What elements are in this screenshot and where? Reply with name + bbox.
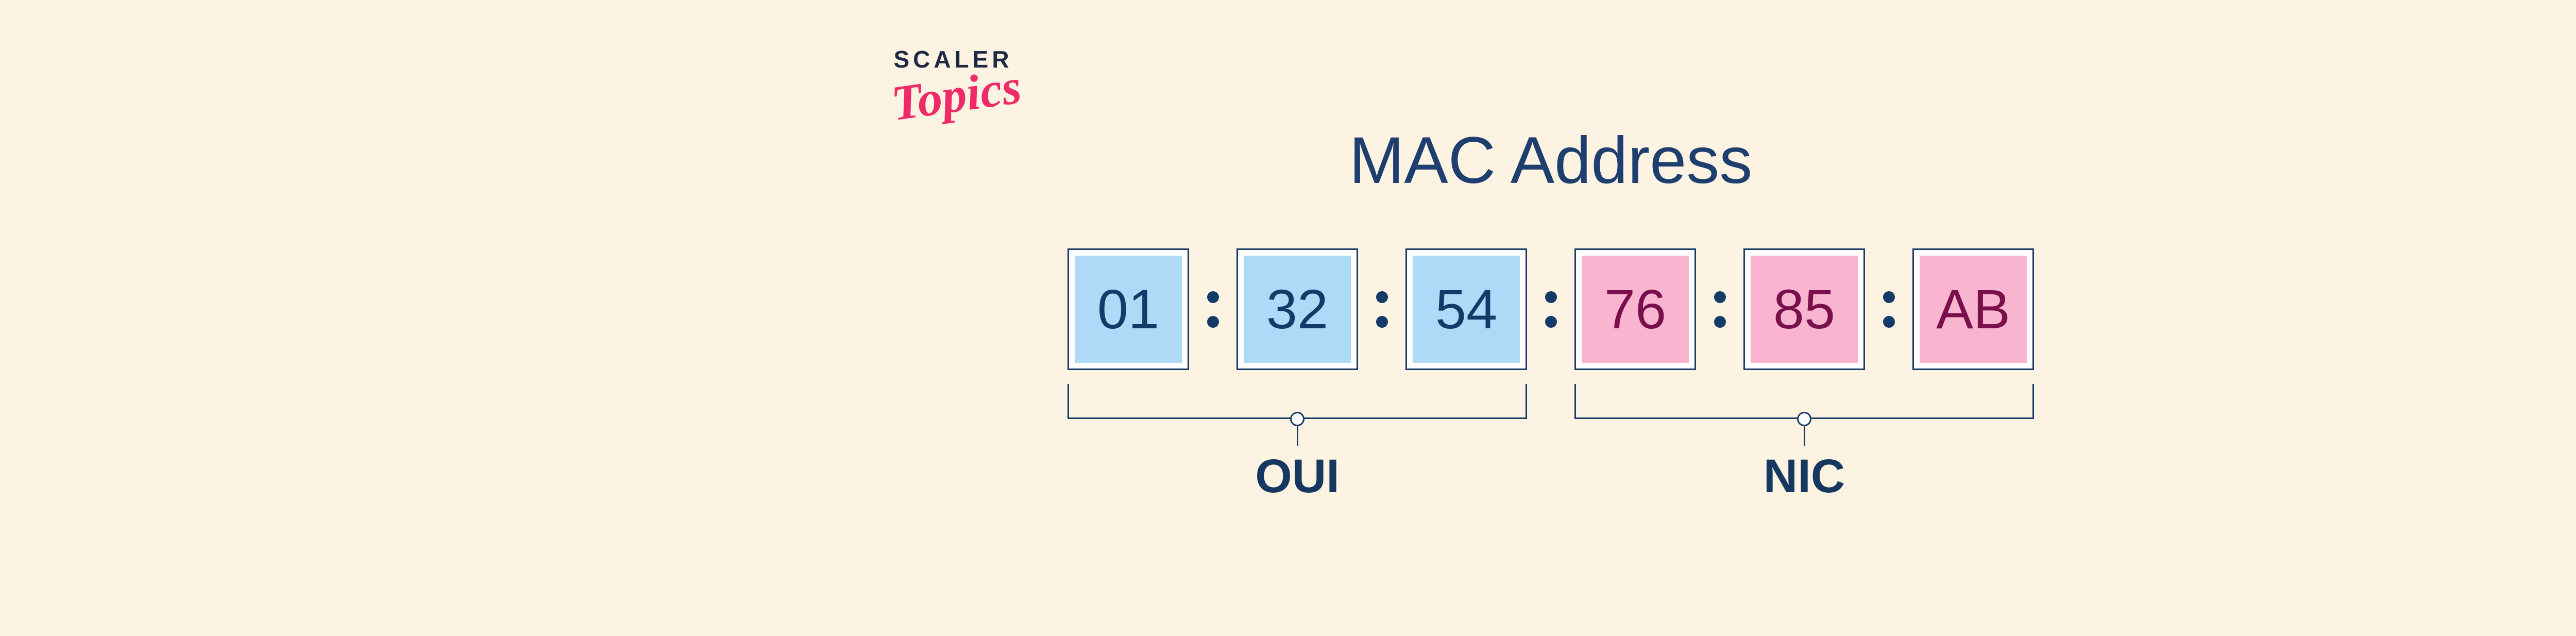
colon-separator bbox=[1696, 248, 1743, 370]
colon-dot bbox=[1376, 291, 1388, 303]
nic-label: NIC bbox=[1763, 450, 1845, 503]
oui-bracket-circle bbox=[1290, 412, 1304, 426]
oui-bracket-stem bbox=[1297, 426, 1298, 446]
colon-separator bbox=[1189, 248, 1236, 370]
colon-dot bbox=[1545, 291, 1557, 303]
colon-dot bbox=[1883, 315, 1895, 328]
colon-dot bbox=[1207, 315, 1219, 328]
scaler-topics-logo: SCALER Topics bbox=[888, 46, 1025, 131]
octet-box-oui-2: 32 bbox=[1236, 248, 1358, 370]
octet-value: AB bbox=[1920, 256, 2027, 363]
colon-dot bbox=[1207, 291, 1219, 303]
octet-box-oui-1: 01 bbox=[1067, 248, 1189, 370]
logo-wordmark-scaler: SCALER bbox=[893, 46, 1013, 73]
colon-dot bbox=[1714, 315, 1726, 328]
colon-separator bbox=[1358, 248, 1405, 370]
colon-dot bbox=[1376, 315, 1388, 328]
octet-box-nic-1: 76 bbox=[1574, 248, 1696, 370]
colon-dot bbox=[1545, 315, 1557, 328]
octet-value: 76 bbox=[1582, 256, 1689, 363]
octet-value: 85 bbox=[1751, 256, 1858, 363]
nic-bracket-stem bbox=[1804, 426, 1805, 446]
colon-separator bbox=[1527, 248, 1574, 370]
octet-box-nic-3: AB bbox=[1912, 248, 2034, 370]
oui-label: OUI bbox=[1255, 450, 1340, 503]
octet-value: 32 bbox=[1244, 256, 1351, 363]
nic-bracket-circle bbox=[1797, 412, 1811, 426]
colon-separator bbox=[1865, 248, 1912, 370]
colon-dot bbox=[1714, 291, 1726, 303]
octet-value: 54 bbox=[1413, 256, 1520, 363]
page-title: MAC Address bbox=[1349, 124, 1753, 197]
octet-value: 01 bbox=[1075, 256, 1182, 363]
octet-box-oui-3: 54 bbox=[1405, 248, 1527, 370]
colon-dot bbox=[1883, 291, 1895, 303]
octet-box-nic-2: 85 bbox=[1743, 248, 1865, 370]
mac-address-octet-row: 01 32 54 76 85 bbox=[1067, 248, 2034, 370]
